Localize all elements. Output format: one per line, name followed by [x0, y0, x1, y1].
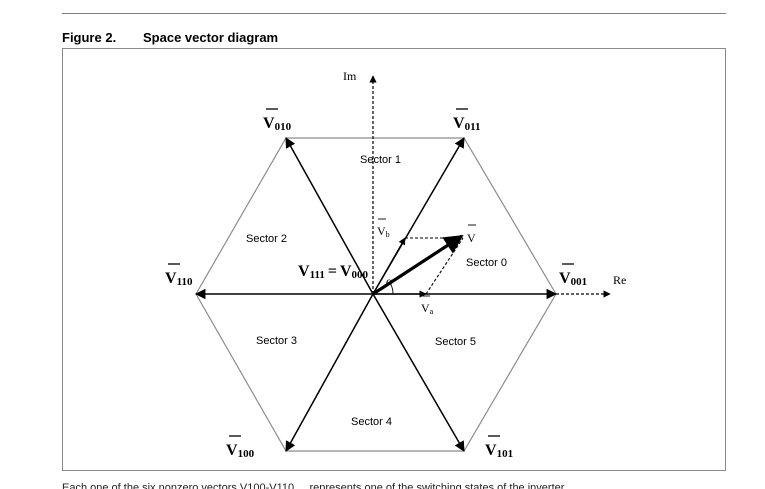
- figure-label: Figure 2.: [62, 30, 117, 45]
- sector-0-label: Sector 0: [466, 257, 507, 269]
- alpha-label: α: [386, 274, 393, 288]
- vector-001-label: V001: [559, 270, 587, 288]
- vector-010-arrow: [285, 137, 374, 295]
- va-label: Va: [421, 301, 434, 316]
- sector-2-label: Sector 2: [246, 233, 287, 245]
- vector-101-label: V101: [485, 442, 513, 460]
- vector-101-arrow: [372, 293, 465, 452]
- vector-011-label: V011: [453, 115, 480, 133]
- figure-frame: [62, 48, 726, 471]
- zero-vectors-label: V111=V000: [298, 263, 369, 281]
- sector-1-label: Sector 1: [360, 154, 401, 166]
- top-rule: [62, 13, 726, 14]
- im-axis-label: Im: [343, 69, 357, 83]
- reference-vector-arrow: [372, 234, 464, 296]
- figure-title: Space vector diagram: [143, 30, 279, 45]
- reference-vector-label: V: [467, 231, 476, 245]
- alpha-angle-arc: [389, 282, 394, 295]
- vb-label: Vb: [377, 224, 390, 239]
- re-axis-label: Re: [613, 273, 626, 287]
- vector-100-arrow: [285, 293, 374, 452]
- sector-3-label: Sector 3: [256, 335, 297, 347]
- sector-4-label: Sector 4: [351, 416, 392, 428]
- vector-110-label: V110: [165, 270, 193, 288]
- vector-010-label: V010: [263, 115, 292, 133]
- cut-off-body-text: Each one of the six nonzero vectors V100…: [62, 482, 565, 489]
- vector-100-label: V100: [226, 442, 255, 460]
- sector-5-label: Sector 5: [435, 336, 476, 348]
- vb-component-arrow: [372, 237, 406, 295]
- vector-overbars: [168, 108, 574, 437]
